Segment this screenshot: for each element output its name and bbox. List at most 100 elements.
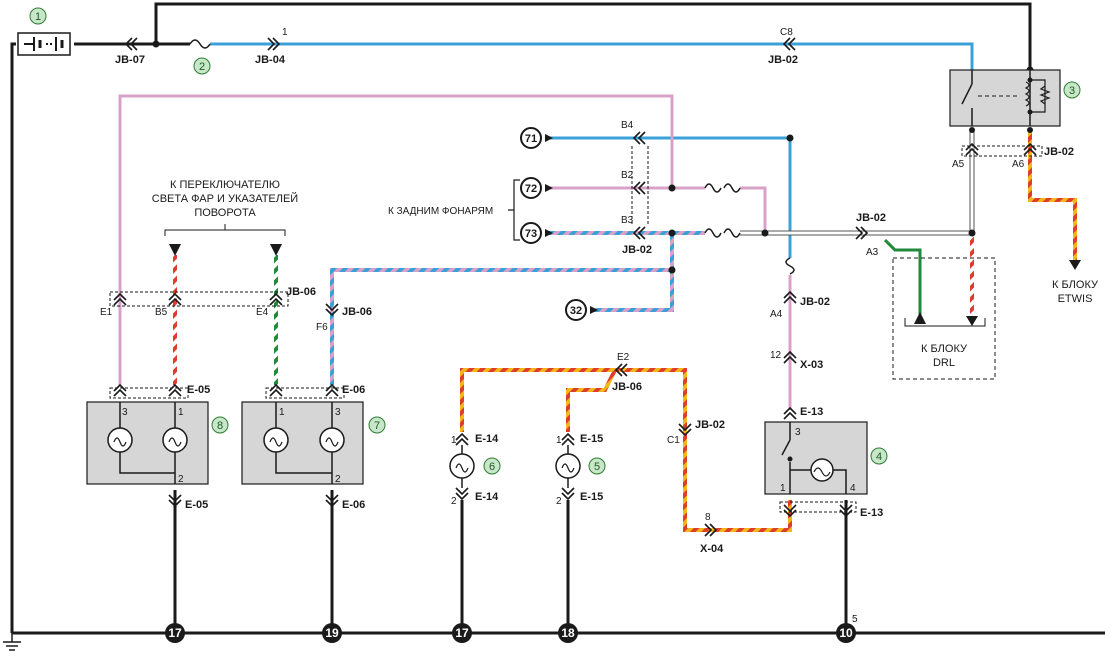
reference-71: 71 bbox=[520, 127, 542, 149]
pin-label: 3 bbox=[122, 407, 128, 418]
connector-chevrons bbox=[325, 494, 339, 508]
connector-label: E-05 bbox=[187, 384, 210, 396]
connector-chevrons bbox=[168, 494, 182, 508]
component-badge: 1 bbox=[29, 7, 47, 25]
pin-label: C1 bbox=[667, 435, 680, 446]
connector-label: JB-04 bbox=[255, 54, 286, 66]
pin-label: C8 bbox=[780, 27, 793, 38]
pin-label: A6 bbox=[1012, 159, 1025, 170]
ground-node-17b: 17 bbox=[452, 623, 472, 643]
component-number: 1 bbox=[35, 11, 41, 23]
drl-note-line2: DRL bbox=[933, 357, 955, 369]
connector-label: X-04 bbox=[700, 543, 724, 555]
component-badge: 8 bbox=[211, 416, 229, 434]
pin-label: 1 bbox=[178, 407, 184, 418]
connector-label: E-13 bbox=[860, 507, 883, 519]
connector-label: E-14 bbox=[475, 433, 499, 445]
component-number: 6 bbox=[489, 461, 495, 473]
connector-chevrons bbox=[113, 292, 283, 306]
etwis-note-line2: ETWIS bbox=[1058, 293, 1093, 305]
component-badge: 6 bbox=[483, 457, 501, 475]
connector-outline bbox=[631, 146, 649, 224]
green-wire bbox=[883, 238, 922, 318]
pin-label: B2 bbox=[621, 170, 634, 181]
connector-label: E-15 bbox=[580, 433, 603, 445]
connector-label: JB-02 bbox=[856, 212, 886, 224]
connector-chevrons bbox=[113, 383, 182, 397]
drl-switch-lamp-box bbox=[764, 421, 868, 495]
pin-label: 3 bbox=[795, 427, 801, 438]
connector-chevrons bbox=[124, 37, 796, 51]
component-badge: 2 bbox=[193, 57, 211, 75]
arrow-down-icon bbox=[1069, 260, 1081, 270]
ground-symbol-icon bbox=[3, 633, 21, 651]
pin-label: 1 bbox=[451, 435, 457, 446]
lamp-unit-e06 bbox=[241, 401, 364, 485]
fuse-symbols bbox=[704, 183, 795, 275]
component-number: 8 bbox=[217, 420, 223, 432]
reference-72: 72 bbox=[520, 177, 542, 199]
pin-label: B3 bbox=[621, 215, 634, 226]
pin-label: E4 bbox=[256, 307, 269, 318]
arrow-down-icon bbox=[966, 316, 978, 326]
connector-outline bbox=[265, 387, 345, 399]
connector-chevron bbox=[614, 363, 628, 377]
connector-chevrons bbox=[783, 290, 797, 420]
arrow-down-icon bbox=[270, 244, 282, 256]
component-badge: 4 bbox=[870, 447, 888, 465]
pin-label: F6 bbox=[316, 322, 328, 333]
connector-label: JB-02 bbox=[1044, 146, 1074, 158]
pin-label: B4 bbox=[621, 120, 634, 131]
pin-label: E2 bbox=[617, 352, 630, 363]
bracket bbox=[508, 179, 520, 241]
headlight-switch-note-line2: СВЕТА ФАР И УКАЗАТЕЛЕЙ bbox=[152, 192, 298, 205]
connector-label: JB-06 bbox=[612, 381, 642, 393]
pin-label: 8 bbox=[705, 512, 711, 523]
lamp-unit-e05 bbox=[86, 401, 209, 485]
connector-outline bbox=[109, 291, 289, 307]
svg-text:10: 10 bbox=[839, 626, 853, 640]
connector-chevron bbox=[855, 226, 869, 240]
pin-label: 3 bbox=[335, 407, 341, 418]
battery-symbol bbox=[17, 32, 71, 56]
svg-text:17: 17 bbox=[455, 626, 469, 640]
connector-label: E-06 bbox=[342, 499, 365, 511]
connector-label: JB-02 bbox=[622, 244, 652, 256]
drl-unit-outline bbox=[892, 257, 996, 380]
connector-chevrons bbox=[455, 432, 469, 446]
connector-label: E-13 bbox=[800, 406, 823, 418]
connector-label: E-06 bbox=[342, 384, 365, 396]
pin-label: 1 bbox=[780, 483, 786, 494]
pin-label: 2 bbox=[451, 496, 457, 507]
bracket bbox=[164, 224, 286, 236]
pin-label: 12 bbox=[770, 350, 782, 361]
pin-label: 2 bbox=[556, 496, 562, 507]
connector-label: E-14 bbox=[475, 491, 499, 503]
ground-node-18: 18 bbox=[558, 623, 578, 643]
pin-label: 1 bbox=[556, 435, 562, 446]
bracket bbox=[904, 318, 986, 327]
pin-label: B5 bbox=[155, 307, 168, 318]
pin-label: 1 bbox=[282, 27, 288, 38]
svg-text:71: 71 bbox=[525, 133, 537, 145]
component-number: 5 bbox=[594, 461, 600, 473]
pin-label: 2 bbox=[335, 474, 341, 485]
svg-text:73: 73 bbox=[525, 228, 537, 240]
connector-outline bbox=[779, 501, 857, 513]
drl-note-line1: К БЛОКУ bbox=[921, 343, 968, 355]
ground-node-17a: 17 bbox=[165, 623, 185, 643]
svg-text:18: 18 bbox=[561, 626, 575, 640]
blue-wires bbox=[210, 42, 974, 258]
component-number: 3 bbox=[1069, 85, 1075, 97]
relay-box bbox=[949, 69, 1061, 127]
etwis-note-line1: К БЛОКУ bbox=[1052, 279, 1099, 291]
component-number: 2 bbox=[199, 61, 205, 73]
svg-text:17: 17 bbox=[168, 626, 182, 640]
pin-label: E1 bbox=[100, 307, 113, 318]
connector-label: X-03 bbox=[800, 359, 823, 371]
component-number: 4 bbox=[876, 451, 882, 463]
fuse-symbol bbox=[189, 39, 211, 49]
connector-label: JB-02 bbox=[695, 419, 725, 431]
connector-label: JB-06 bbox=[286, 286, 316, 298]
